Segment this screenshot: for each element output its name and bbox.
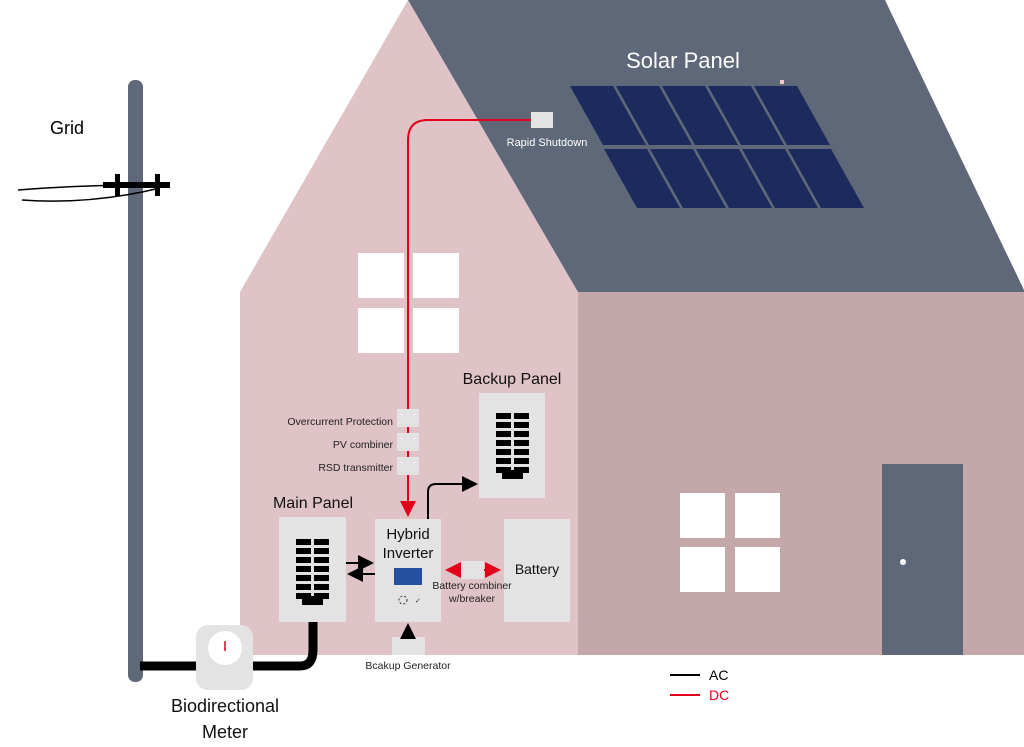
backup-generator (392, 637, 425, 655)
solar-cell (742, 149, 818, 208)
battery-combiner-label-2: w/breaker (448, 593, 496, 605)
breaker (296, 539, 311, 545)
inverter-button-icon: ✓ (415, 598, 421, 605)
meter-label-2: Meter (202, 722, 248, 742)
inverter-label-2: Inverter (383, 545, 434, 562)
dc-line-main (400, 119, 531, 517)
door-knob (900, 559, 906, 565)
overcurrent-label: Overcurrent Protection (287, 416, 393, 428)
breaker (314, 584, 329, 590)
breaker (496, 440, 511, 446)
breaker (314, 566, 329, 572)
solar-cell (662, 86, 738, 145)
inverter-dpad-icon (398, 595, 408, 605)
inverter-screen (394, 568, 422, 585)
solar-cell (696, 149, 772, 208)
main-breaker (502, 470, 523, 479)
breaker (314, 557, 329, 563)
solar-panel (570, 86, 864, 208)
breaker (296, 584, 311, 590)
battery-combiner-box (461, 561, 484, 579)
main-breaker (302, 596, 323, 605)
meter-label-1: Biodirectional (171, 696, 279, 716)
main-panel-label: Main Panel (273, 495, 353, 512)
breaker (496, 431, 511, 437)
battery (504, 519, 570, 622)
breaker (514, 413, 529, 419)
battery-combiner-label-1: Battery combiner (432, 580, 512, 592)
crossarm (103, 182, 170, 188)
legend: AC DC (670, 667, 729, 703)
legend-dc-label: DC (709, 687, 729, 703)
battery-label: Battery (515, 561, 559, 577)
service-line (140, 622, 318, 671)
backup-panel-label: Backup Panel (463, 371, 562, 388)
pv-combiner-label: PV combiner (333, 439, 394, 451)
solar-cell (570, 86, 646, 145)
breaker (514, 422, 529, 428)
door (882, 464, 963, 655)
overcurrent-box (397, 409, 419, 427)
breaker (496, 449, 511, 455)
breaker (496, 413, 511, 419)
rapid-shutdown-label: Rapid Shutdown (507, 137, 588, 149)
breaker (314, 575, 329, 581)
solar-cell (708, 86, 784, 145)
rapid-shutdown-box (531, 112, 553, 128)
breaker (296, 575, 311, 581)
breaker (514, 458, 529, 464)
backup-panel (479, 393, 545, 498)
breaker (314, 548, 329, 554)
breaker (296, 566, 311, 572)
breaker (496, 422, 511, 428)
grid-label: Grid (50, 118, 84, 138)
solar-cell (604, 149, 680, 208)
side-window (680, 493, 780, 592)
utility-pole (128, 80, 143, 682)
gable-window (358, 253, 459, 353)
solar-cell (788, 149, 864, 208)
ac-line-to-backup (427, 476, 478, 519)
generator-label: Bcakup Generator (365, 660, 451, 672)
breaker (296, 548, 311, 554)
inverter-label-1: Hybrid (386, 526, 429, 543)
solar-panel-label: Solar Panel (626, 48, 740, 73)
breaker (496, 458, 511, 464)
solar-cell (616, 86, 692, 145)
breaker (296, 557, 311, 563)
breaker (514, 449, 529, 455)
solar-cell (650, 149, 726, 208)
roof (408, 0, 1024, 292)
rsd-transmitter-label: RSD transmitter (318, 462, 393, 474)
main-panel (279, 517, 346, 622)
breaker (314, 539, 329, 545)
rsd-transmitter-box (397, 457, 419, 475)
breaker (514, 431, 529, 437)
pv-combiner-box (397, 433, 419, 451)
solar-cell (754, 86, 830, 145)
breaker (514, 440, 529, 446)
legend-ac-label: AC (709, 667, 728, 683)
